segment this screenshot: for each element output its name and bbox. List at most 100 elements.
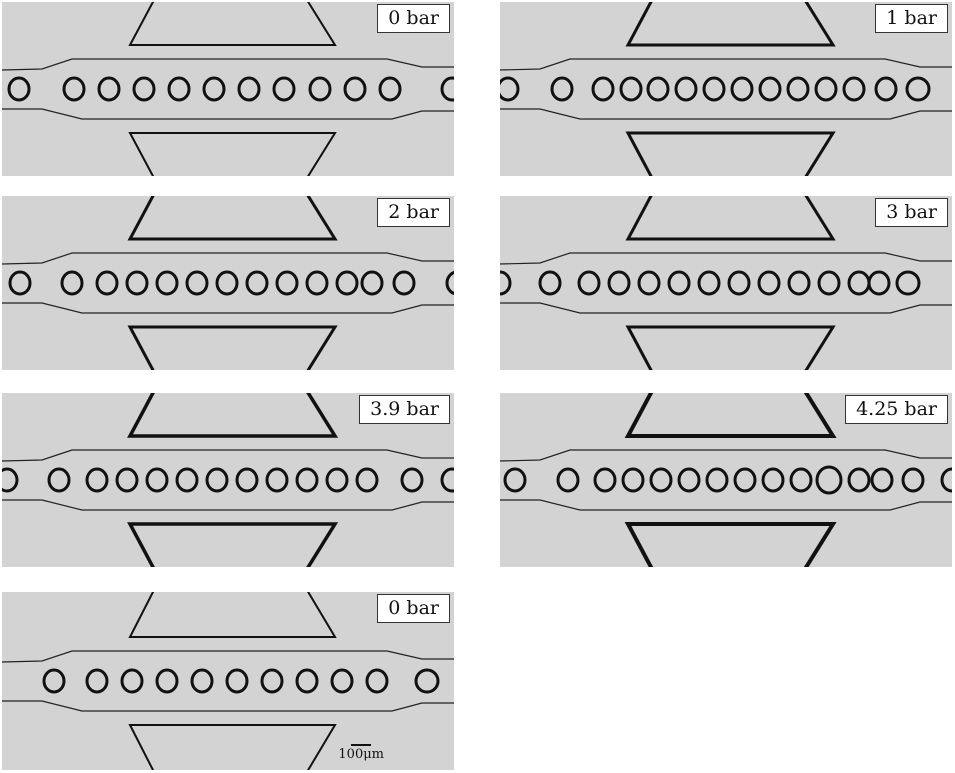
droplet: [789, 467, 813, 493]
droplet: [577, 270, 601, 296]
channel-wall-upper: [500, 252, 952, 265]
droplet: [870, 467, 894, 493]
droplet: [330, 668, 354, 694]
droplet: [95, 270, 119, 296]
lower-electrode-trapezoid: [128, 132, 337, 176]
micrograph-image: [2, 393, 454, 567]
droplet: [637, 270, 661, 296]
channel-wall-lower: [2, 302, 454, 314]
droplet: [42, 668, 66, 694]
droplet: [275, 270, 299, 296]
channel-wall-upper: [2, 58, 454, 71]
droplet: [649, 467, 673, 493]
droplet: [556, 467, 580, 493]
pressure-label: 3 bar: [875, 198, 948, 227]
micrograph-panel-0bar: 0 bar: [2, 2, 454, 176]
droplet: [619, 76, 643, 102]
droplet: [97, 76, 121, 102]
droplet: [60, 270, 84, 296]
micrograph-panel-0bar-final: 0 bar 100μm: [2, 592, 454, 770]
droplet: [503, 467, 527, 493]
droplet: [8, 270, 32, 296]
droplet: [378, 76, 402, 102]
upper-electrode-trapezoid: [128, 2, 337, 46]
droplet: [440, 76, 454, 102]
lower-electrode-trapezoid: [625, 131, 836, 176]
droplet: [677, 467, 701, 493]
channel-wall-upper: [500, 449, 952, 462]
micrograph-panel-2bar: 2 bar: [2, 196, 454, 370]
droplet: [440, 467, 454, 493]
droplet: [308, 76, 332, 102]
micrograph-image: [500, 196, 952, 370]
micrograph-panel-3bar: 3 bar: [500, 196, 952, 370]
droplet: [400, 467, 424, 493]
droplet: [500, 76, 520, 102]
droplet: [787, 270, 811, 296]
upper-electrode-trapezoid: [127, 196, 338, 241]
droplet: [235, 467, 259, 493]
droplet: [817, 270, 841, 296]
droplet: [305, 270, 329, 296]
droplet: [155, 668, 179, 694]
pressure-label: 1 bar: [875, 4, 948, 33]
droplet: [245, 270, 269, 296]
droplet: [733, 467, 757, 493]
droplet: [905, 76, 931, 102]
droplet: [343, 76, 367, 102]
pressure-label: 2 bar: [377, 198, 450, 227]
micrograph-image: [500, 393, 952, 567]
channel-wall-lower: [500, 108, 952, 120]
droplet: [500, 270, 512, 296]
droplet: [205, 467, 229, 493]
droplet: [895, 270, 921, 296]
droplet: [325, 467, 349, 493]
droplet: [190, 668, 214, 694]
droplet: [874, 76, 898, 102]
droplet: [132, 76, 156, 102]
droplet: [646, 76, 670, 102]
droplet: [225, 668, 249, 694]
pressure-label: 0 bar: [377, 4, 450, 33]
droplet: [786, 76, 810, 102]
droplet: [115, 467, 139, 493]
lower-electrode-trapezoid: [624, 522, 837, 567]
droplet: [697, 270, 721, 296]
droplet: [550, 76, 574, 102]
droplet: [591, 76, 615, 102]
scale-bar-label: 100μm: [338, 747, 384, 762]
upper-electrode-trapezoid: [625, 196, 836, 241]
droplet: [940, 467, 952, 493]
droplet: [867, 270, 891, 296]
droplet: [202, 76, 226, 102]
micrograph-image: [2, 196, 454, 370]
pressure-label: 4.25 bar: [845, 395, 948, 424]
droplet: [7, 76, 31, 102]
channel-wall-upper: [2, 650, 454, 663]
channel-wall-lower: [2, 499, 454, 511]
droplet: [62, 76, 86, 102]
droplet: [155, 270, 179, 296]
droplet: [365, 668, 389, 694]
droplet: [815, 465, 843, 495]
droplet: [295, 668, 319, 694]
droplet: [593, 467, 617, 493]
scale-bar: 100μm: [338, 744, 384, 762]
droplet: [702, 76, 726, 102]
droplet: [335, 270, 359, 296]
droplet: [175, 467, 199, 493]
upper-electrode-trapezoid: [625, 2, 836, 47]
micrograph-image: [500, 2, 952, 176]
droplet: [2, 467, 19, 493]
droplet: [445, 270, 454, 296]
droplet: [355, 467, 379, 493]
droplet: [761, 467, 785, 493]
droplet: [538, 270, 562, 296]
droplet: [847, 270, 871, 296]
droplet: [705, 467, 729, 493]
droplet: [360, 270, 384, 296]
channel-wall-lower: [500, 499, 952, 511]
droplet: [125, 270, 149, 296]
droplet: [85, 668, 109, 694]
droplet: [674, 76, 698, 102]
